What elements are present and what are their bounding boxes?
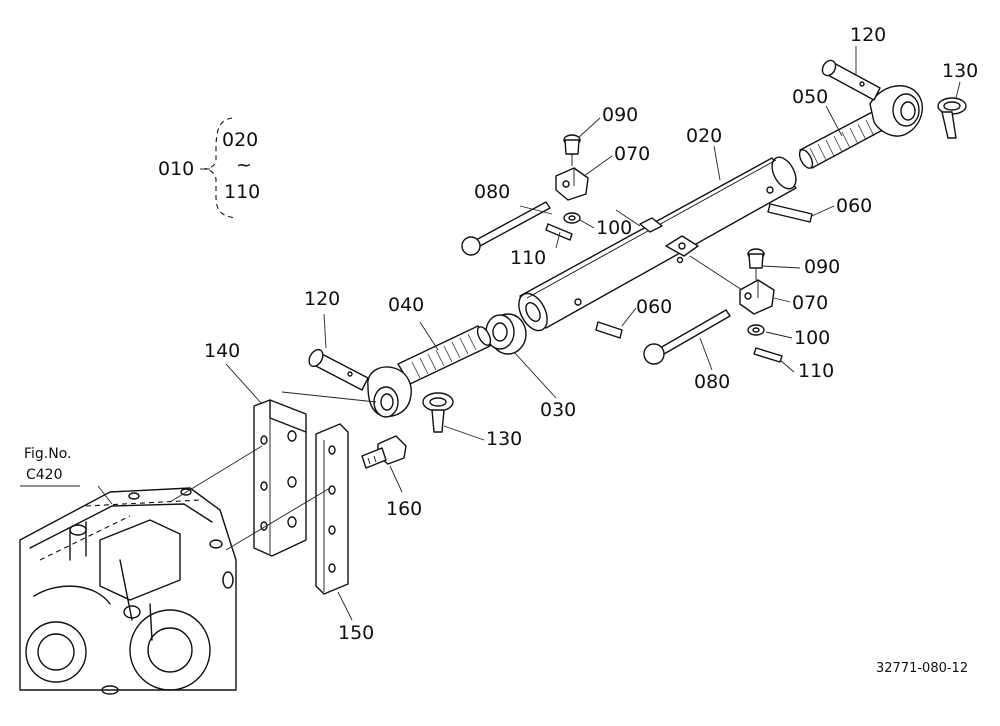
label-110-range-end: 110 <box>224 181 261 203</box>
bracket-140 <box>253 399 307 557</box>
label-070-right: 070 <box>792 292 829 314</box>
label-100-upper: 100 <box>596 217 633 239</box>
cotter-110-lower <box>753 347 783 363</box>
cotter-110-upper <box>545 223 573 241</box>
label-050: 050 <box>792 86 829 108</box>
figure-reference-code: C420 <box>26 467 63 483</box>
drawing-number: 32771-080-12 <box>876 661 969 676</box>
pin-upper <box>821 59 881 101</box>
label-070-upper: 070 <box>614 143 651 165</box>
adjusting-bolt-upper <box>798 85 924 169</box>
rod-080-upper <box>461 201 551 256</box>
pin-lower <box>308 348 369 391</box>
label-080-right: 080 <box>694 371 731 393</box>
label-130-upper: 130 <box>942 60 979 82</box>
rod-080-lower <box>643 309 731 365</box>
label-080-upper: 080 <box>474 181 511 203</box>
label-110-right: 110 <box>798 360 835 382</box>
clamp-070-upper <box>555 167 589 201</box>
label-040: 040 <box>388 294 425 316</box>
lock-nut-030 <box>485 313 527 355</box>
range-bracket <box>200 117 237 219</box>
label-090-upper: 090 <box>602 104 639 126</box>
label-120-lower: 120 <box>304 288 341 310</box>
label-120-upper: 120 <box>850 24 887 46</box>
label-100-right: 100 <box>794 327 831 349</box>
adjusting-bolt-lower <box>367 325 492 418</box>
label-010: 010 <box>158 158 195 180</box>
snap-pin-lower <box>422 392 454 433</box>
bolt-090-upper <box>563 134 581 166</box>
label-range-separator: ~ <box>236 154 252 176</box>
tie-rod-tube <box>518 156 797 332</box>
figure-reference-title: Fig.No. <box>24 446 72 462</box>
clamp-070-lower <box>739 279 775 315</box>
label-020: 020 <box>686 125 723 147</box>
spring-pin-060-upper <box>767 203 813 223</box>
washer-100-upper <box>563 212 581 224</box>
label-110-upper: 110 <box>510 247 547 269</box>
label-140: 140 <box>204 340 241 362</box>
washer-100-lower <box>747 324 765 336</box>
transmission-housing <box>19 487 237 695</box>
label-160: 160 <box>386 498 423 520</box>
label-060-mid: 060 <box>636 296 673 318</box>
spring-pin-060-mid <box>595 321 623 339</box>
bolt-160 <box>361 435 407 469</box>
label-020-range-start: 020 <box>222 129 259 151</box>
bolt-090-lower <box>747 248 765 280</box>
tube-clamp-upper <box>639 217 699 264</box>
label-150: 150 <box>338 622 375 644</box>
leader-lines <box>20 46 961 621</box>
plate-150 <box>315 423 349 595</box>
label-130-lower: 130 <box>486 428 523 450</box>
label-030: 030 <box>540 399 577 421</box>
label-060-upper: 060 <box>836 195 873 217</box>
label-090-right: 090 <box>804 256 841 278</box>
snap-pin-upper <box>937 97 967 139</box>
